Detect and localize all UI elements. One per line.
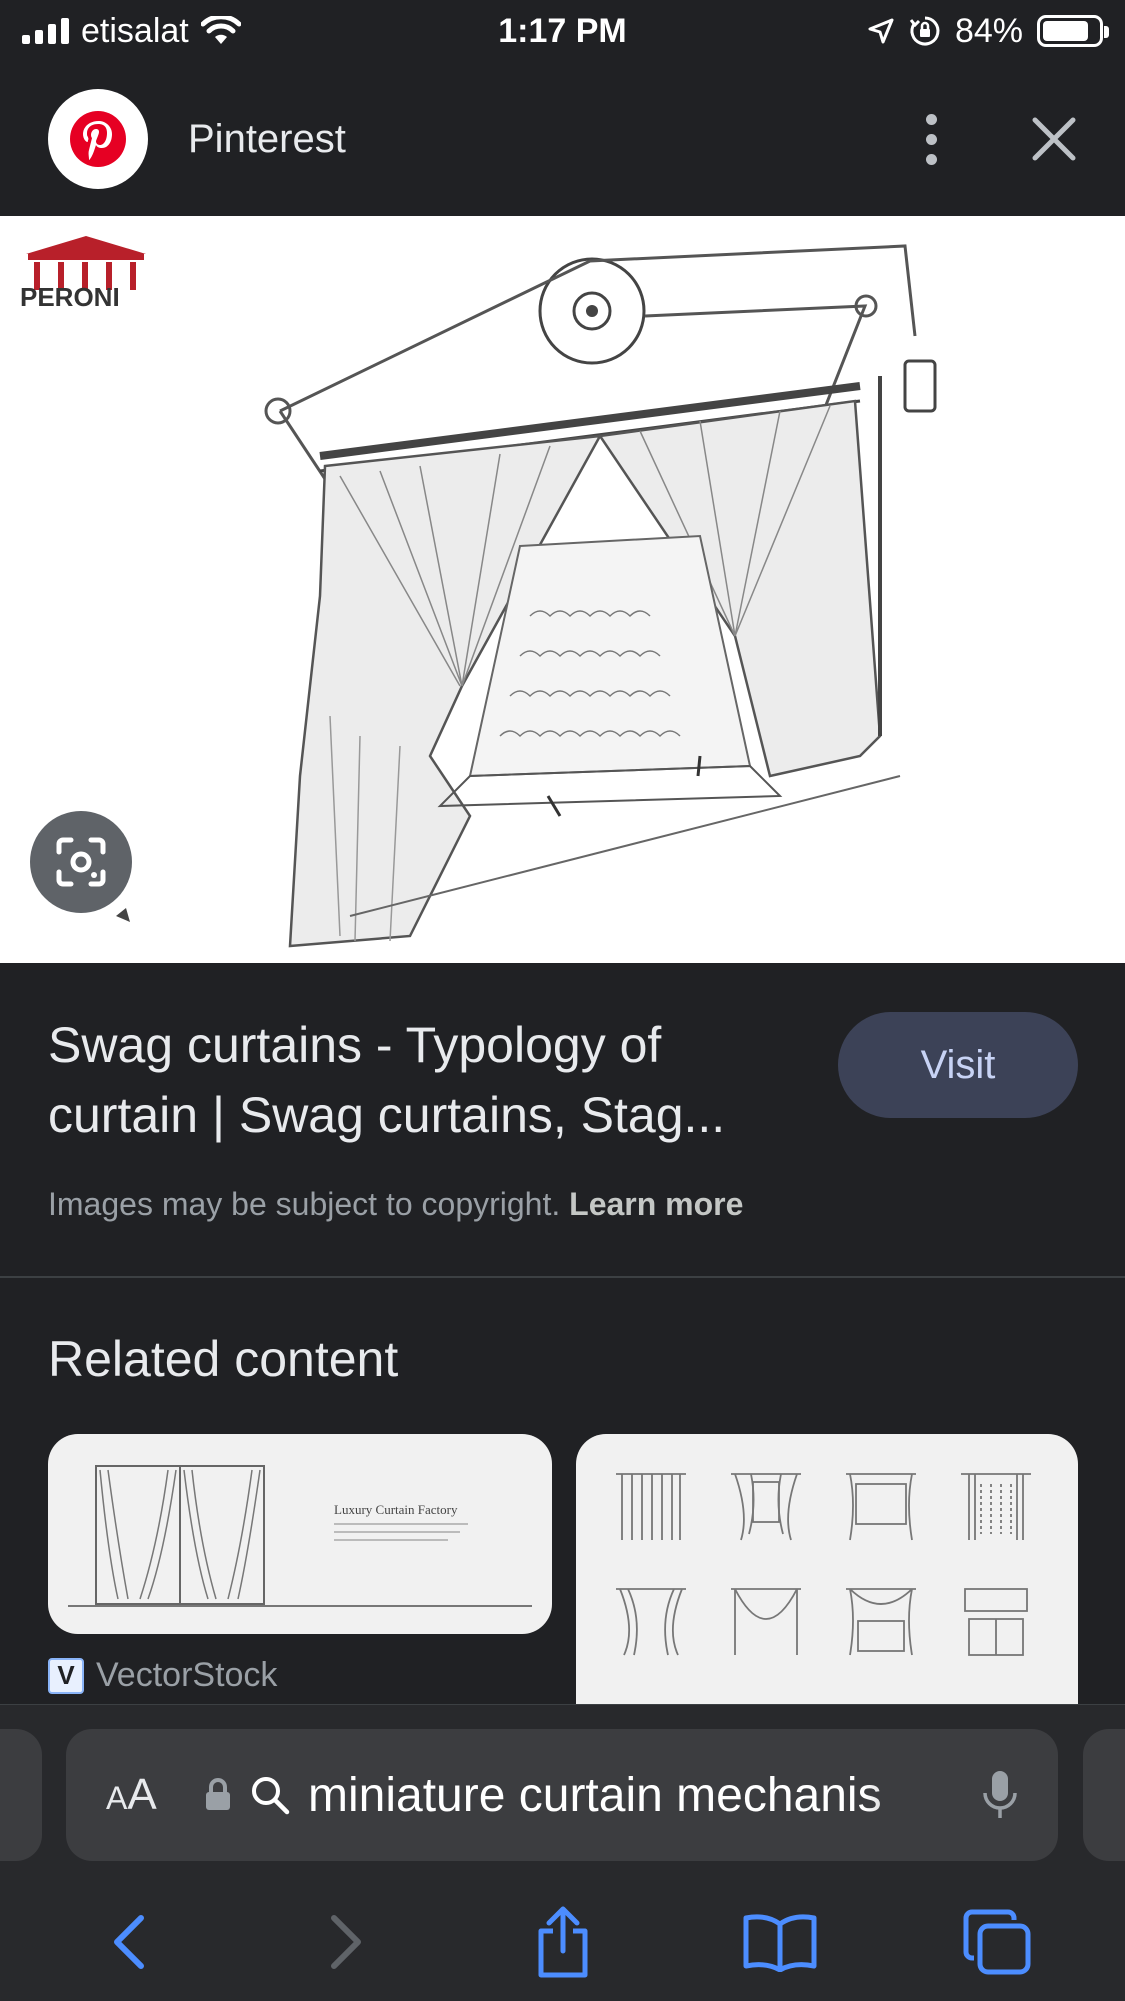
related-card-curtain-types[interactable] [576,1434,1078,1704]
svg-text:PERONI: PERONI [20,282,120,312]
related-content-title: Related content [48,1331,399,1387]
status-left: etisalat [22,12,241,51]
location-arrow-icon [868,18,894,44]
header-actions [911,113,1077,165]
result-title[interactable]: Swag curtains - Typology of curtain | Sw… [48,1017,726,1143]
lock-icon [206,1778,230,1810]
close-icon[interactable] [1031,116,1077,162]
more-options-icon[interactable] [911,113,951,165]
address-bar[interactable]: AAAA miniature curtain mechanis [66,1729,1058,1861]
search-icon [252,1777,290,1815]
battery-icon [1037,15,1109,47]
tabs-icon [963,1909,1030,1975]
header-title: Pinterest [188,116,346,161]
result-info: Swag curtains - Typology of curtain | Sw… [48,1010,1078,1223]
battery-percent: 84% [954,11,1023,50]
main-result-image[interactable]: PERONI [0,216,1125,963]
wifi-icon [200,16,241,44]
previous-tab-preview[interactable] [0,1729,42,1861]
visit-button[interactable]: Visit [838,1012,1078,1118]
status-right: 84% [867,11,1109,51]
related-card-image: Luxury Curtain Factory [68,1465,532,1607]
pinterest-logo-icon [48,89,148,189]
share-icon [538,1906,587,1978]
tabs-button[interactable] [952,1897,1042,1987]
carrier-name: etisalat [81,11,189,50]
header: Pinterest [0,62,1125,216]
learn-more-link[interactable]: Learn more [569,1186,744,1222]
curtain-drawing: PERONI [20,236,937,948]
svg-text:Luxury Curtain Factory: Luxury Curtain Factory [334,1502,458,1517]
url-text[interactable]: miniature curtain mechanis [308,1768,882,1822]
microphone-icon[interactable] [982,1769,1018,1821]
peroni-logo: PERONI [20,236,146,312]
status-bar: etisalat 1:17 PM 84% [0,0,1125,62]
share-button[interactable] [518,1897,608,1987]
copyright-notice: Images may be subject to copyright. Lear… [48,1186,1078,1223]
cellular-signal-icon [22,18,69,44]
google-lens-icon [56,837,106,887]
book-icon [743,1914,816,1972]
section-divider [0,1276,1125,1278]
back-button[interactable] [84,1897,174,1987]
related-card-luxury-curtain[interactable]: Luxury Curtain Factory [48,1434,552,1634]
related-card-image-2 [616,1473,1031,1656]
copyright-text: Images may be subject to copyright. [48,1186,561,1222]
safari-bottom-bar: AAAA miniature curtain mechanis [0,1704,1125,2001]
forward-button[interactable] [301,1897,391,1987]
chevron-right-icon [330,1915,361,1969]
next-tab-preview[interactable] [1083,1729,1125,1861]
orientation-lock-icon [909,16,940,46]
reader-options-button[interactable]: AAAA [106,1770,157,1819]
related-source-name: VectorStock [96,1656,278,1694]
battery-fill [1043,21,1089,41]
bookmarks-button[interactable] [735,1897,825,1987]
google-lens-button[interactable] [30,811,132,913]
vectorstock-icon: V [48,1657,84,1694]
chevron-left-icon [113,1915,144,1969]
safari-toolbar [0,1887,1125,1997]
related-source[interactable]: V VectorStock [48,1656,277,1695]
